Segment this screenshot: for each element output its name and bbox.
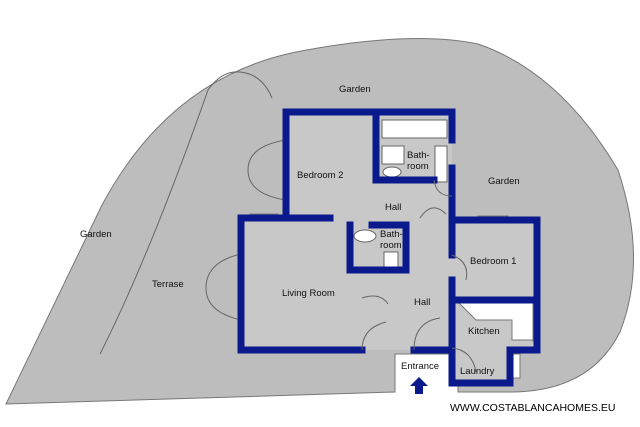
terrace-doors <box>205 139 287 321</box>
bedroom-1-label: Bedroom 1 <box>470 256 516 267</box>
entrance-label: Entrance <box>401 361 439 372</box>
bathroom-upper-label-line2: room <box>407 161 429 172</box>
walls <box>237 108 541 387</box>
bathroom-upper-fixtures <box>381 119 448 183</box>
interior-doors <box>361 179 477 373</box>
laundry-label: Laundry <box>460 366 495 377</box>
garden-right-label: Garden <box>488 176 520 187</box>
bathroom-lower-label-line2: room <box>380 240 402 251</box>
entrance-arrow-icon <box>410 377 428 394</box>
hall-upper-label: Hall <box>385 202 401 213</box>
terrace-boundary <box>99 71 273 355</box>
garden-top-label: Garden <box>339 84 371 95</box>
bedroom-2-label: Bedroom 2 <box>297 170 343 181</box>
bathroom-lower-fixtures <box>353 229 399 268</box>
website-label: WWW.COSTABLANCAHOMES.EU <box>450 402 615 414</box>
hall-lower-label: Hall <box>414 297 430 308</box>
interior-floor <box>241 112 537 383</box>
bathroom-upper-label-line1: Bath- <box>407 150 430 161</box>
terrace-label: Terrase <box>152 279 184 290</box>
garden-left-label: Garden <box>80 229 112 240</box>
kitchen-label: Kitchen <box>468 326 500 337</box>
living-room-label: Living Room <box>282 288 335 299</box>
bathroom-lower-label-line1: Bath- <box>380 229 403 240</box>
